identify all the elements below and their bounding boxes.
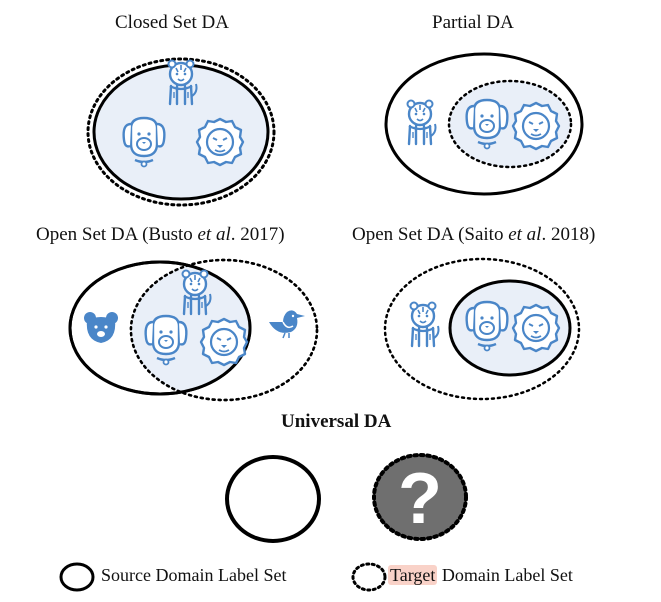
- panel-open-set-saito: [383, 257, 581, 401]
- legend-source-marker: [59, 562, 95, 592]
- legend-target-marker: [351, 562, 387, 592]
- target-set-closed: [86, 57, 276, 207]
- panel-open-set-busto: [68, 258, 319, 402]
- target-set-universal: [372, 453, 468, 541]
- panel-closed-set: [86, 57, 276, 207]
- panel-universal: ?: [225, 453, 468, 543]
- title-open-saito-prefix: Open Set DA (Saito: [352, 224, 509, 245]
- title-open-saito-italic: et al: [508, 224, 542, 245]
- title-universal: Universal DA: [281, 411, 392, 432]
- legend-target-rest: Domain Label Set: [437, 565, 573, 585]
- title-open-saito-suffix: . 2018): [541, 224, 596, 245]
- title-open-busto-suffix: . 2017): [230, 224, 285, 245]
- unknown-question-mark: ?: [398, 459, 442, 539]
- bear-icon: [84, 312, 118, 343]
- title-open-busto-italic: et al: [197, 224, 231, 245]
- panel-partial: [384, 52, 584, 196]
- title-closed-set: Closed Set DA: [115, 12, 229, 33]
- title-open-set-busto: Open Set DA (Busto et al. 2017): [36, 224, 285, 246]
- legend-source-label: Source Domain Label Set: [101, 565, 287, 585]
- legend-target-label: Target Domain Label Set: [388, 565, 573, 586]
- title-open-set-saito: Open Set DA (Saito et al. 2018): [352, 224, 595, 246]
- title-partial: Partial DA: [432, 12, 514, 33]
- title-open-busto-prefix: Open Set DA (Busto: [36, 224, 198, 245]
- legend-target-highlight: Target: [388, 565, 438, 585]
- source-set-universal: [225, 455, 321, 543]
